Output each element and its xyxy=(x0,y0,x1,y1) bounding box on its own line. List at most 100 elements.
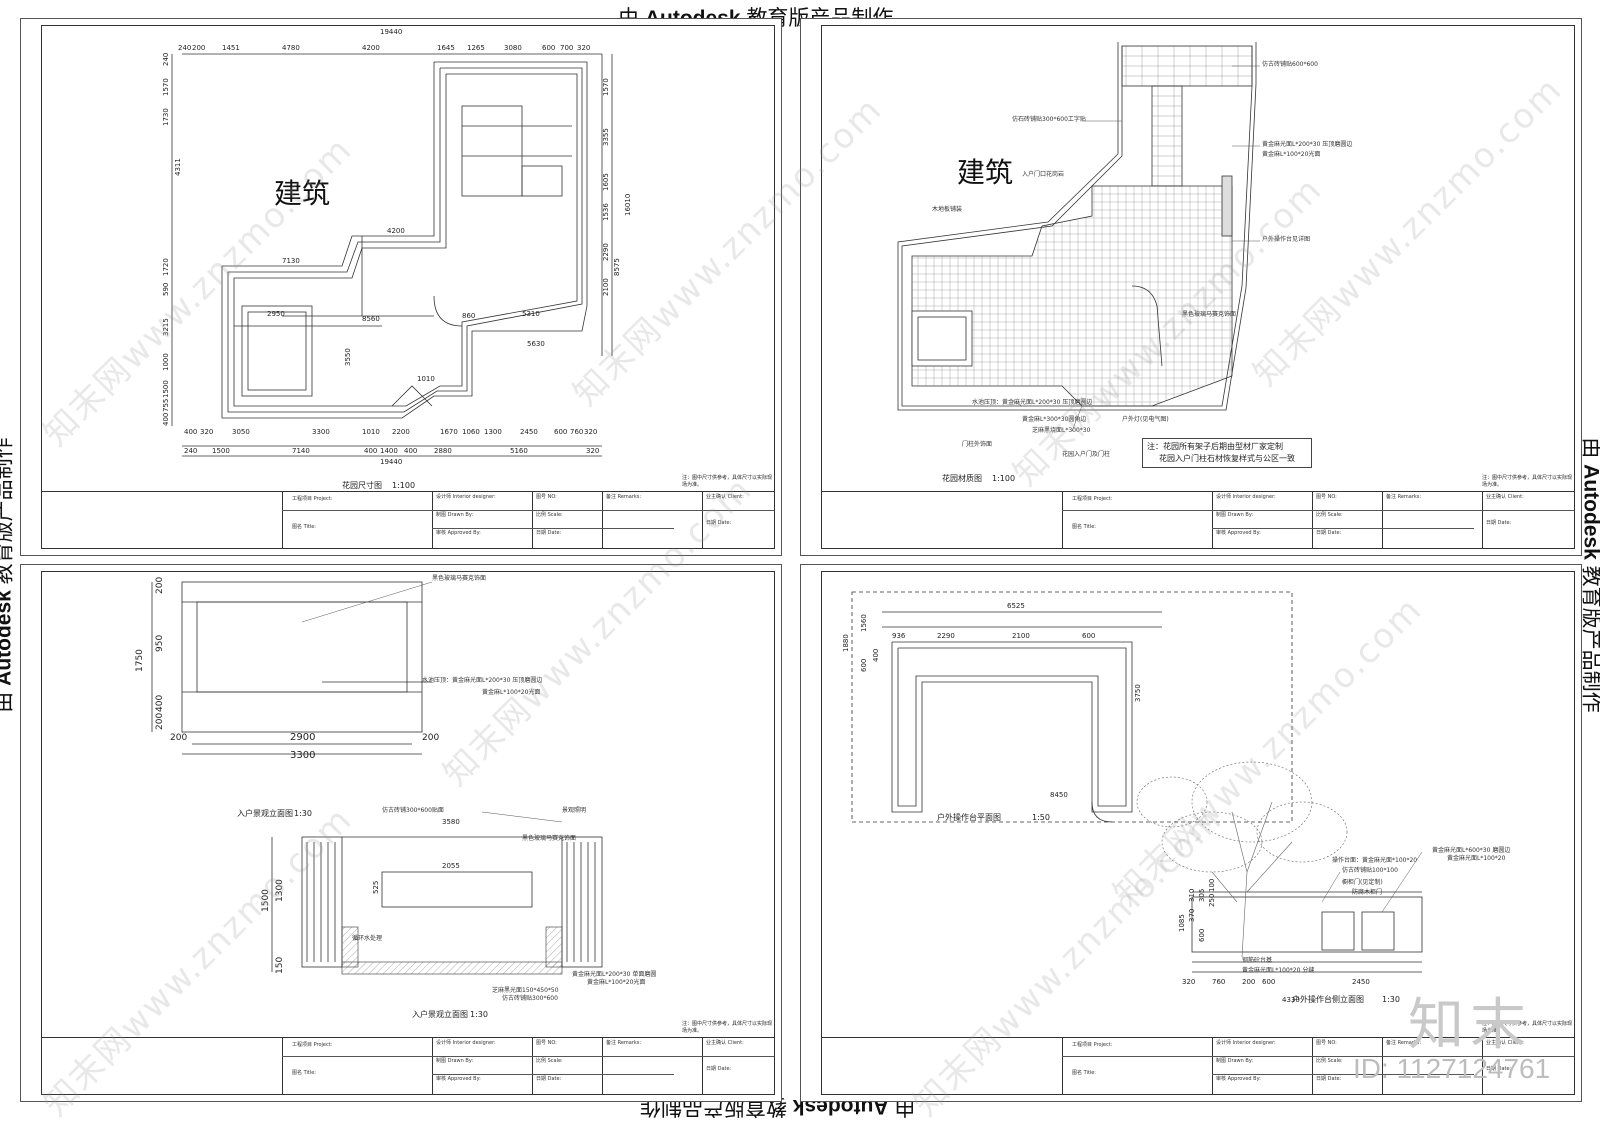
svg-text:600: 600 xyxy=(554,428,567,436)
title-block: 工程项目 Project: 图名 Title: 设计师 Interior des… xyxy=(42,1037,774,1094)
sheet-note: 注：图中尺寸供参考，具体尺寸以实际现场为准。 xyxy=(1482,475,1573,488)
svg-text:8450: 8450 xyxy=(1050,791,1068,799)
sheet-note: 注：图中尺寸供参考，具体尺寸以实际现场为准。 xyxy=(1482,1021,1573,1034)
caption-outdoor-counter-plan: 户外操作台平面图 xyxy=(937,812,1001,822)
svg-text:黄金麻光面L*100*20: 黄金麻光面L*100*20 xyxy=(1447,854,1506,862)
svg-text:6525: 6525 xyxy=(1007,602,1025,610)
svg-text:3080: 3080 xyxy=(504,44,522,52)
svg-text:19440: 19440 xyxy=(380,458,402,466)
svg-text:590: 590 xyxy=(162,283,170,296)
outdoor-counter-drawings: 6525 936 2290 2100 600 1880 1560 400 600… xyxy=(842,591,1510,1004)
svg-text:1536: 1536 xyxy=(602,203,610,221)
svg-text:循环水处理: 循环水处理 xyxy=(352,934,382,942)
svg-text:3355: 3355 xyxy=(602,128,610,146)
svg-text:2880: 2880 xyxy=(434,447,452,455)
svg-text:600: 600 xyxy=(860,659,868,672)
svg-text:黄金麻光面L*100*20 分缝: 黄金麻光面L*100*20 分缝 xyxy=(1242,966,1314,974)
counter-annotations: 黄金麻光面L*600*30 磨圆边 黄金麻光面L*100*20 仿古砖铺贴100… xyxy=(1242,846,1510,974)
svg-text:木地板铺装: 木地板铺装 xyxy=(932,205,962,213)
svg-text:4780: 4780 xyxy=(282,44,300,52)
svg-text:2450: 2450 xyxy=(1352,978,1370,986)
svg-text:400: 400 xyxy=(155,695,165,712)
svg-text:400: 400 xyxy=(404,447,417,455)
svg-text:3550: 3550 xyxy=(344,348,352,366)
svg-text:黄金麻L*100*20光面: 黄金麻L*100*20光面 xyxy=(587,978,645,986)
svg-text:黄金麻L*300*30圆角边: 黄金麻L*300*30圆角边 xyxy=(1022,415,1086,423)
svg-text:1560: 1560 xyxy=(860,614,868,632)
svg-text:320: 320 xyxy=(200,428,213,436)
title-block: 工程项目 Project: 图名 Title: 设计师 Interior des… xyxy=(42,491,774,548)
svg-text:1060: 1060 xyxy=(462,428,480,436)
svg-text:320: 320 xyxy=(586,447,599,455)
svg-text:1570: 1570 xyxy=(162,78,170,96)
svg-text:景观照明: 景观照明 xyxy=(562,807,586,814)
svg-text:3750: 3750 xyxy=(1134,684,1142,702)
svg-text:240: 240 xyxy=(178,44,191,52)
elevation-annotations: 黑色玻璃马赛克饰面 水池压顶：黄金麻光面L*200*30 压顶磨圆边 黄金麻L*… xyxy=(352,574,656,1002)
svg-text:2290: 2290 xyxy=(937,632,955,640)
svg-text:400: 400 xyxy=(872,649,880,662)
svg-text:400: 400 xyxy=(184,428,197,436)
svg-text:200: 200 xyxy=(422,733,439,743)
svg-text:芝麻黑光面150*450*50: 芝麻黑光面150*450*50 xyxy=(492,986,559,994)
svg-text:4200: 4200 xyxy=(387,227,405,235)
svg-text:4200: 4200 xyxy=(362,44,380,52)
svg-text:1730: 1730 xyxy=(162,108,170,126)
svg-text:8575: 8575 xyxy=(613,258,621,276)
svg-text:200: 200 xyxy=(170,733,187,743)
svg-text:150: 150 xyxy=(275,957,285,974)
annotation-leaders xyxy=(301,581,563,823)
dimension-labels-bottom: 400 320 3050 3300 1010 2200 1670 1060 13… xyxy=(184,428,599,466)
svg-text:240: 240 xyxy=(162,53,170,66)
scale-garden-materials: 1:100 xyxy=(992,474,1015,483)
svg-text:1300: 1300 xyxy=(275,879,285,902)
svg-text:320: 320 xyxy=(584,428,597,436)
annotation-leaders xyxy=(1011,65,1260,432)
svg-text:305: 305 xyxy=(1198,889,1206,902)
svg-text:橱柜门(见定制): 橱柜门(见定制) xyxy=(1342,878,1383,886)
svg-text:黑色玻璃马赛克饰面: 黑色玻璃马赛克饰面 xyxy=(522,834,576,842)
svg-text:5310: 5310 xyxy=(522,310,540,318)
svg-text:1451: 1451 xyxy=(222,44,240,52)
counter-dimensions: 6525 936 2290 2100 600 1880 1560 400 600… xyxy=(842,602,1370,1004)
material-annotations: 仿古砖铺贴600*600 黄金麻光面L*200*30 压顶磨圆边 黄金麻L*10… xyxy=(932,60,1352,458)
title-block: 工程项目 Project: 图名 Title: 设计师 Interior des… xyxy=(822,491,1574,548)
sheet-note: 注：图中尺寸供参考，具体尺寸以实际现场为准。 xyxy=(682,1021,773,1034)
svg-text:600: 600 xyxy=(542,44,555,52)
scale-entry-elevation-2: 1:30 xyxy=(470,1010,488,1019)
autodesk-stamp-left: 由 Autodesk 教育版产品制作 xyxy=(0,437,16,712)
svg-text:600: 600 xyxy=(1262,978,1275,986)
svg-text:760: 760 xyxy=(570,428,583,436)
dimension-labels-top: 19440 240 200 1451 4780 4200 1645 1265 3… xyxy=(178,28,590,52)
svg-text:1010: 1010 xyxy=(417,375,435,383)
caption-garden-dimensions: 花园尺寸图 xyxy=(342,480,382,490)
svg-text:240: 240 xyxy=(184,447,197,455)
sheet-frame: 6525 936 2290 2100 600 1880 1560 400 600… xyxy=(821,571,1575,1095)
svg-text:1000: 1000 xyxy=(162,353,170,371)
garden-material-plan: 仿古砖铺贴600*600 黄金麻光面L*200*30 压顶磨圆边 黄金麻L*10… xyxy=(897,42,1352,483)
tree-sketch xyxy=(1136,761,1348,958)
sheet-garden-dimensions: 建筑 19440 240 xyxy=(20,18,782,556)
svg-text:1500: 1500 xyxy=(162,380,170,398)
svg-text:1400: 1400 xyxy=(380,447,398,455)
svg-text:1645: 1645 xyxy=(437,44,455,52)
svg-text:2900: 2900 xyxy=(290,732,315,743)
svg-text:2950: 2950 xyxy=(267,310,285,318)
svg-text:400: 400 xyxy=(162,413,170,426)
svg-text:仿古砖铺贴300*600: 仿古砖铺贴300*600 xyxy=(502,994,558,1002)
svg-text:水池压顶：黄金麻光面L*200*30 压顶磨圆边: 水池压顶：黄金麻光面L*200*30 压顶磨圆边 xyxy=(972,398,1092,406)
svg-text:1085: 1085 xyxy=(1178,914,1186,932)
svg-text:户外操作台见详图: 户外操作台见详图 xyxy=(1262,235,1310,243)
title-block: 工程项目 Project: 图名 Title: 设计师 Interior des… xyxy=(822,1037,1574,1094)
svg-text:19440: 19440 xyxy=(380,28,402,36)
caption-entry-elevation-1: 入户景观立面图 xyxy=(237,808,293,818)
svg-text:525: 525 xyxy=(372,881,380,894)
svg-text:320: 320 xyxy=(1182,978,1195,986)
svg-text:1500: 1500 xyxy=(212,447,230,455)
sheet-frame: 建筑 19440 240 xyxy=(41,25,775,549)
svg-text:门柱外饰面: 门柱外饰面 xyxy=(962,440,992,448)
sheet-garden-materials: 建筑 仿古砖铺贴600*6 xyxy=(800,18,1582,556)
svg-text:1605: 1605 xyxy=(602,173,610,191)
svg-text:5160: 5160 xyxy=(510,447,528,455)
svg-text:8560: 8560 xyxy=(362,315,380,323)
